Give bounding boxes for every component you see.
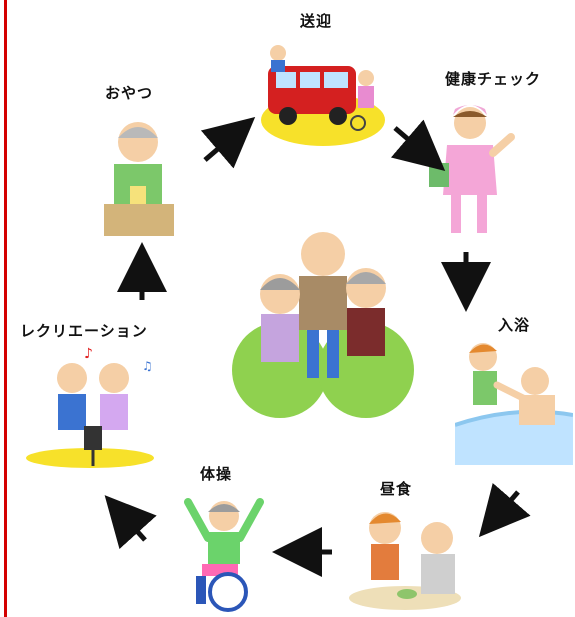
exercise-illustration <box>184 498 264 612</box>
lunch-illustration <box>349 512 461 610</box>
arrow-snack-to-transport <box>200 116 256 169</box>
center-seniors-illustration <box>232 232 414 418</box>
scene-transport <box>258 38 388 150</box>
svg-text:♪: ♪ <box>84 346 93 362</box>
scene-recreation: ♪ ♫ <box>22 340 162 470</box>
scene-lunch <box>345 498 470 613</box>
arrow-exercise-to-recreation <box>104 495 157 550</box>
step-label-bath: 入浴 <box>498 316 531 334</box>
bath-illustration <box>455 343 573 465</box>
step-label-recreation: レクリエーション <box>20 322 148 340</box>
scene-exercise <box>180 488 270 613</box>
van-illustration <box>261 45 385 146</box>
step-label-lunch: 昼食 <box>380 480 413 498</box>
arrow-bath-to-lunch <box>478 482 531 538</box>
page-border-line <box>4 0 7 617</box>
step-label-exercise: 体操 <box>200 465 233 483</box>
scene-bath <box>455 335 573 465</box>
snack-illustration <box>104 122 174 236</box>
svg-text:♫: ♫ <box>142 359 153 373</box>
step-label-transport: 送迎 <box>300 12 333 30</box>
scene-snack <box>90 108 188 240</box>
step-label-snack: おやつ <box>105 84 154 102</box>
scene-center-seniors <box>225 210 421 420</box>
recreation-illustration: ♪ ♫ <box>26 346 154 468</box>
step-label-health-check: 健康チェック <box>445 70 542 88</box>
arrow-transport-to-health <box>390 119 446 172</box>
